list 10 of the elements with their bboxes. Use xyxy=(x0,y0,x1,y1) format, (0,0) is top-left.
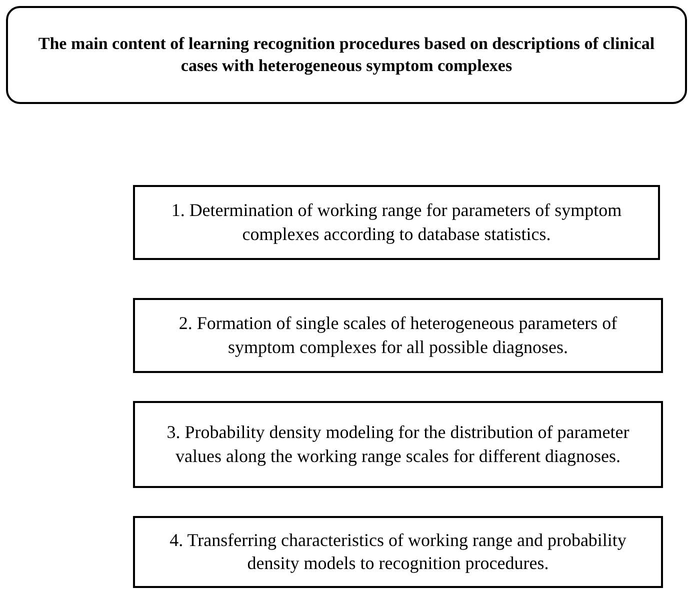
box-text: The main content of learning recognition procedures based on descriptions of clinical cases with heterogeneous symptom complexes xyxy=(37,32,656,77)
box-text: 1. Determination of working range for parameters of symptom complexes according to database statistics. xyxy=(170,199,623,246)
step-box xyxy=(133,298,663,373)
title-box xyxy=(6,6,687,104)
box-text: 2. Formation of single scales of heterogeneous parameters of symptom complexes for all possible diagnoses. xyxy=(178,312,618,359)
step-box xyxy=(133,516,663,588)
step-box xyxy=(133,185,660,260)
box-text: 4. Transferring characteristics of working range and probability density models to recognition procedures. xyxy=(168,528,628,575)
box-text: 3. Probability density modeling for the distribution of parameter values along the working range scales for different diagnoses. xyxy=(166,421,630,468)
step-box xyxy=(133,401,663,488)
